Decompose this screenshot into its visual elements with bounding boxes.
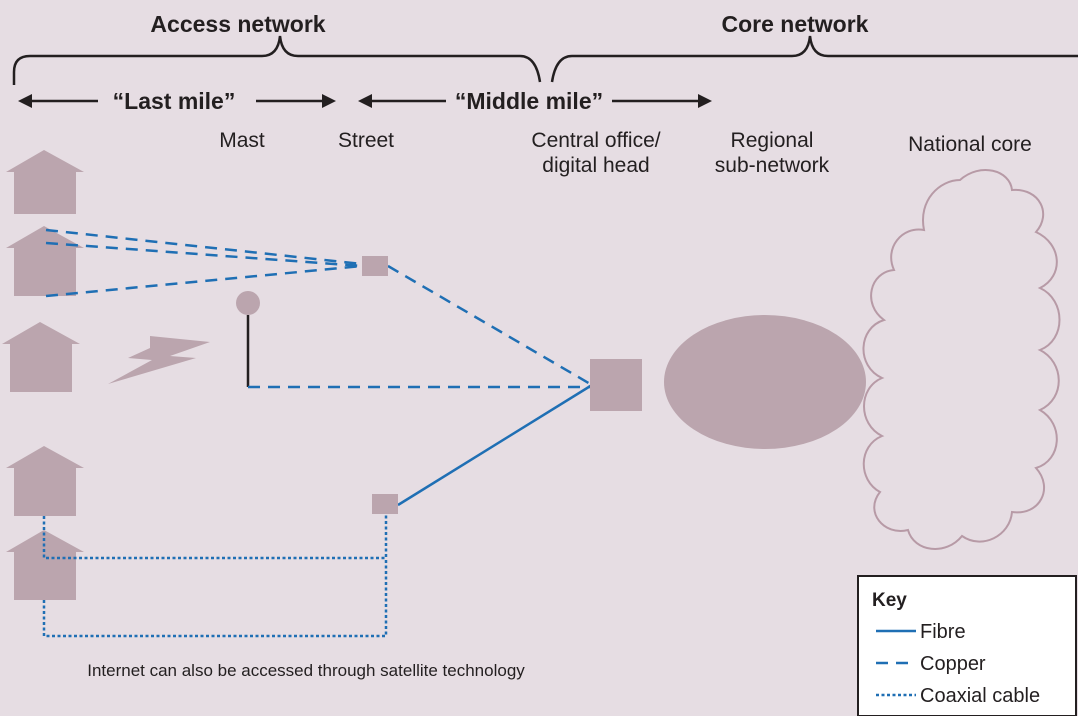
key-coax-label: Coaxial cable	[920, 685, 1040, 707]
key-box	[857, 575, 1077, 716]
copper-line-house2b-street	[45, 264, 363, 298]
wireless-signal-icon	[108, 336, 210, 384]
house-5	[6, 530, 84, 600]
last-mile-right-arrowhead	[322, 94, 336, 108]
core-network-heading: Core network	[722, 11, 869, 37]
mast-icon	[236, 291, 260, 315]
house-1	[6, 150, 84, 214]
key-fibre-label: Fibre	[920, 621, 966, 643]
coax-line-house4	[42, 514, 388, 560]
coax-line-house5	[42, 558, 388, 638]
central-office-label-line2: digital head	[542, 154, 649, 177]
central-office-label-line1: Central office/	[531, 129, 660, 152]
key-title: Key	[872, 590, 907, 611]
key-copper-label: Copper	[920, 653, 986, 675]
last-mile-left-arrowhead	[18, 94, 32, 108]
last-mile-label: “Last mile”	[113, 88, 236, 114]
satellite-note: Internet can also be accessed through sa…	[87, 661, 525, 680]
core-network-brace	[550, 35, 1078, 83]
middle-mile-right-arrowhead	[698, 94, 712, 108]
regional-label-line1: Regional	[731, 129, 814, 152]
fibre-line-street-central	[397, 383, 593, 507]
mast-label: Mast	[219, 129, 265, 152]
copper-line-house2-street	[45, 241, 363, 268]
street-label: Street	[338, 129, 394, 152]
middle-mile-left-arrowhead	[358, 94, 372, 108]
house-3	[2, 322, 80, 392]
access-network-heading: Access network	[150, 11, 325, 37]
national-core-cloud	[862, 169, 1061, 550]
street-cabinet-copper	[362, 256, 388, 276]
house-4	[6, 446, 84, 516]
street-cabinet-coax	[372, 494, 398, 514]
central-office-node	[590, 359, 642, 411]
copper-line-street-central	[387, 264, 593, 387]
house-2	[6, 226, 84, 296]
middle-mile-label: “Middle mile”	[455, 88, 603, 114]
regional-label-line2: sub-network	[715, 154, 830, 177]
regional-sub-network-node	[664, 315, 866, 449]
access-network-brace	[12, 35, 542, 85]
national-core-label: National core	[908, 133, 1032, 156]
copper-line-house1-street	[45, 228, 363, 266]
key-legend: Key Fibre Copper Coaxial cable	[857, 575, 1077, 716]
